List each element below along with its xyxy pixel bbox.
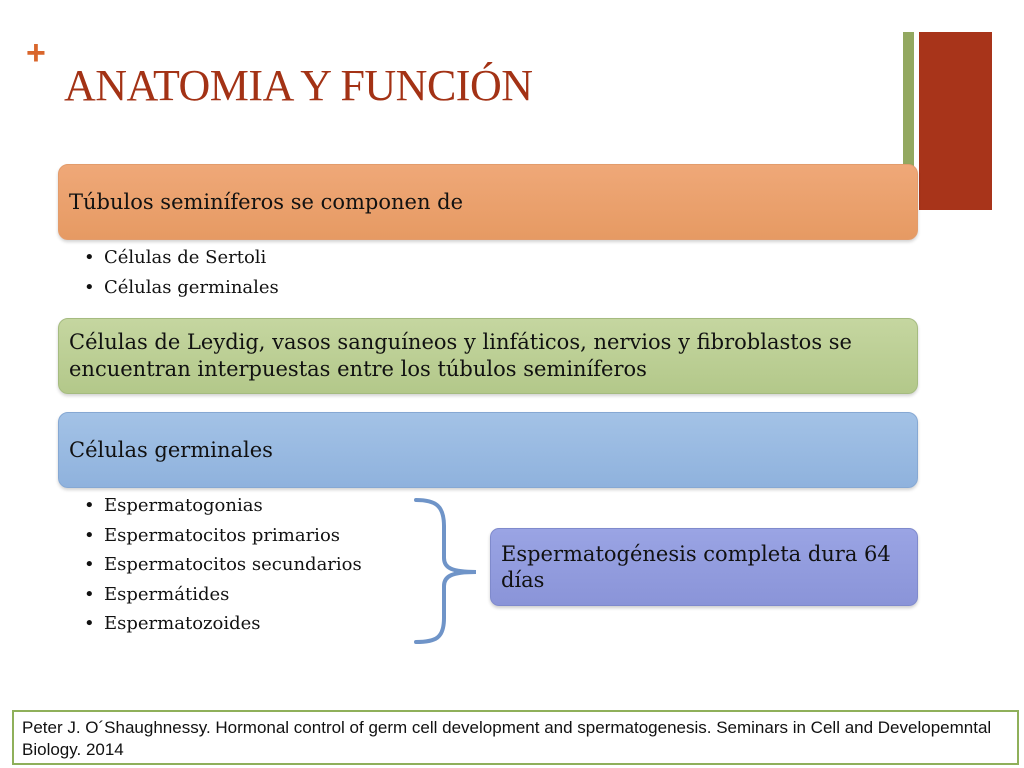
slide-title: ANATOMIA Y FUNCIÓN xyxy=(64,61,533,110)
bullet-item: Espermátides xyxy=(84,580,362,610)
citation-box: Peter J. O´Shaughnessy. Hormonal control… xyxy=(12,710,1019,765)
bullet-list-germinales: Espermatogonias Espermatocitos primarios… xyxy=(84,491,362,639)
heading-box-germinales: Células germinales xyxy=(58,412,918,488)
plus-mark: + xyxy=(26,34,46,72)
curly-brace-icon xyxy=(414,498,477,644)
bullet-item: Espermatozoides xyxy=(84,609,362,639)
bullet-list-tubulos: Células de Sertoli Células germinales xyxy=(84,243,279,302)
bullet-item: Espermatocitos secundarios xyxy=(84,550,362,580)
heading-box-tubulos: Túbulos seminíferos se componen de xyxy=(58,164,918,240)
citation-text: Peter J. O´Shaughnessy. Hormonal control… xyxy=(22,718,992,759)
heading-text-germinales: Células germinales xyxy=(69,437,273,462)
heading-box-leydig: Células de Leydig, vasos sanguíneos y li… xyxy=(58,318,918,394)
bullet-item: Células germinales xyxy=(84,273,279,303)
callout-text: Espermatogénesis completa dura 64 días xyxy=(501,542,891,592)
accent-bar-red xyxy=(919,32,992,210)
bullet-item: Espermatocitos primarios xyxy=(84,521,362,551)
callout-box-espermatogenesis: Espermatogénesis completa dura 64 días xyxy=(490,528,918,606)
heading-text-tubulos: Túbulos seminíferos se componen de xyxy=(69,189,464,214)
bullet-item: Células de Sertoli xyxy=(84,243,279,273)
heading-text-leydig: Células de Leydig, vasos sanguíneos y li… xyxy=(69,330,852,381)
bullet-item: Espermatogonias xyxy=(84,491,362,521)
accent-bar-green xyxy=(903,32,914,210)
